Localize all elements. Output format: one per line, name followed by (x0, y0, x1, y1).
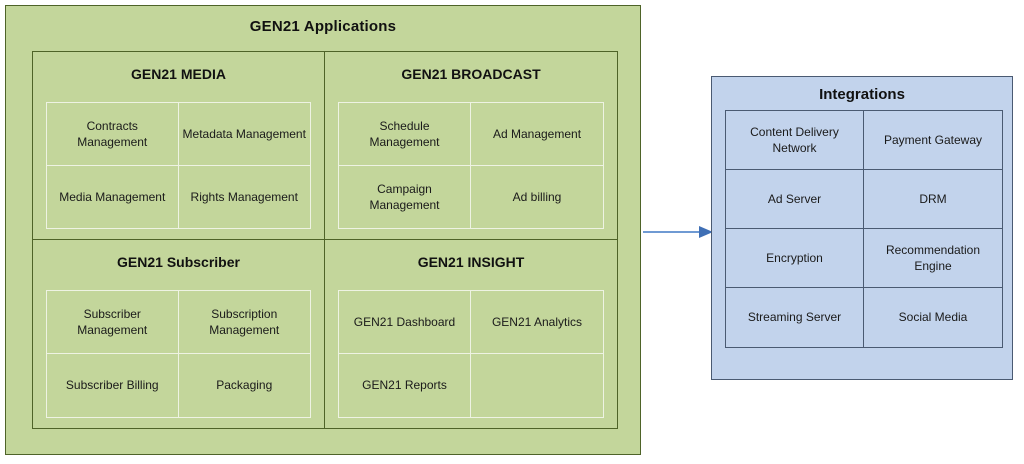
subgrid-gen21-subscriber: Subscriber Management Subscription Manag… (46, 290, 311, 418)
integration-social-media[interactable]: Social Media (898, 310, 968, 325)
quadrant-gen21-subscriber: GEN21 Subscriber Subscriber Management S… (33, 240, 325, 428)
subgrid-gen21-insight: GEN21 Dashboard GEN21 Analytics GEN21 Re… (338, 290, 604, 418)
quadrant-gen21-insight: GEN21 INSIGHT GEN21 Dashboard GEN21 Anal… (325, 240, 617, 428)
module-subscription-management[interactable]: Subscription Management (178, 291, 310, 354)
quadrant-gen21-media: GEN21 MEDIA Contracts Management Metadat… (33, 52, 325, 240)
integrations-table: Content Delivery Network Payment Gateway… (725, 110, 1003, 348)
subgrid-gen21-media: Contracts Management Metadata Management… (46, 102, 311, 229)
module-ad-management[interactable]: Ad Management (471, 103, 603, 166)
module-packaging[interactable]: Packaging (216, 378, 273, 393)
gen21-applications-panel: GEN21 Applications GEN21 MEDIA Contracts… (5, 5, 641, 455)
quadrant-title-gen21-insight: GEN21 INSIGHT (417, 254, 525, 270)
quadrant-title-gen21-subscriber: GEN21 Subscriber (117, 254, 240, 270)
module-rights-management[interactable]: Rights Management (190, 189, 298, 204)
quadrant-title-gen21-media: GEN21 MEDIA (131, 66, 226, 82)
module-subscriber-management[interactable]: Subscriber Management (47, 291, 179, 354)
module-subscriber-billing[interactable]: Subscriber Billing (47, 354, 179, 417)
module-gen21-reports[interactable]: GEN21 Reports (339, 354, 471, 417)
quadrant-gen21-broadcast: GEN21 BROADCAST Schedule Management Ad M… (325, 52, 617, 240)
module-campaign-management[interactable]: Campaign Management (339, 165, 471, 228)
module-ad-billing[interactable]: Ad billing (512, 189, 562, 204)
module-gen21-analytics[interactable]: GEN21 Analytics (471, 291, 603, 354)
module-gen21-dashboard[interactable]: GEN21 Dashboard (339, 291, 471, 354)
gen21-applications-quadrant-grid: GEN21 MEDIA Contracts Management Metadat… (32, 51, 618, 429)
integration-ad-server[interactable]: Ad Server (726, 170, 864, 229)
module-schedule-management[interactable]: Schedule Management (339, 103, 471, 166)
module-metadata-management[interactable]: Metadata Management (178, 103, 310, 166)
quadrant-title-gen21-broadcast: GEN21 BROADCAST (401, 66, 541, 82)
integrations-panel: Integrations Content Delivery Network Pa… (711, 76, 1013, 380)
arrow-icon (643, 226, 713, 238)
integrations-title: Integrations (819, 86, 905, 103)
integration-drm[interactable]: DRM (864, 170, 1002, 229)
module-contracts-management[interactable]: Contracts Management (47, 103, 179, 166)
integration-content-delivery-network[interactable]: Content Delivery Network (726, 111, 864, 170)
subgrid-gen21-broadcast: Schedule Management Ad Management Campai… (338, 102, 604, 229)
module-empty-slot (471, 354, 603, 417)
integration-recommendation-engine[interactable]: Recommendation Engine (864, 229, 1002, 288)
integration-encryption[interactable]: Encryption (726, 229, 864, 288)
module-media-management[interactable]: Media Management (47, 165, 179, 228)
integration-streaming-server[interactable]: Streaming Server (726, 288, 864, 347)
integration-payment-gateway[interactable]: Payment Gateway (864, 111, 1002, 170)
gen21-applications-title: GEN21 Applications (249, 18, 397, 35)
